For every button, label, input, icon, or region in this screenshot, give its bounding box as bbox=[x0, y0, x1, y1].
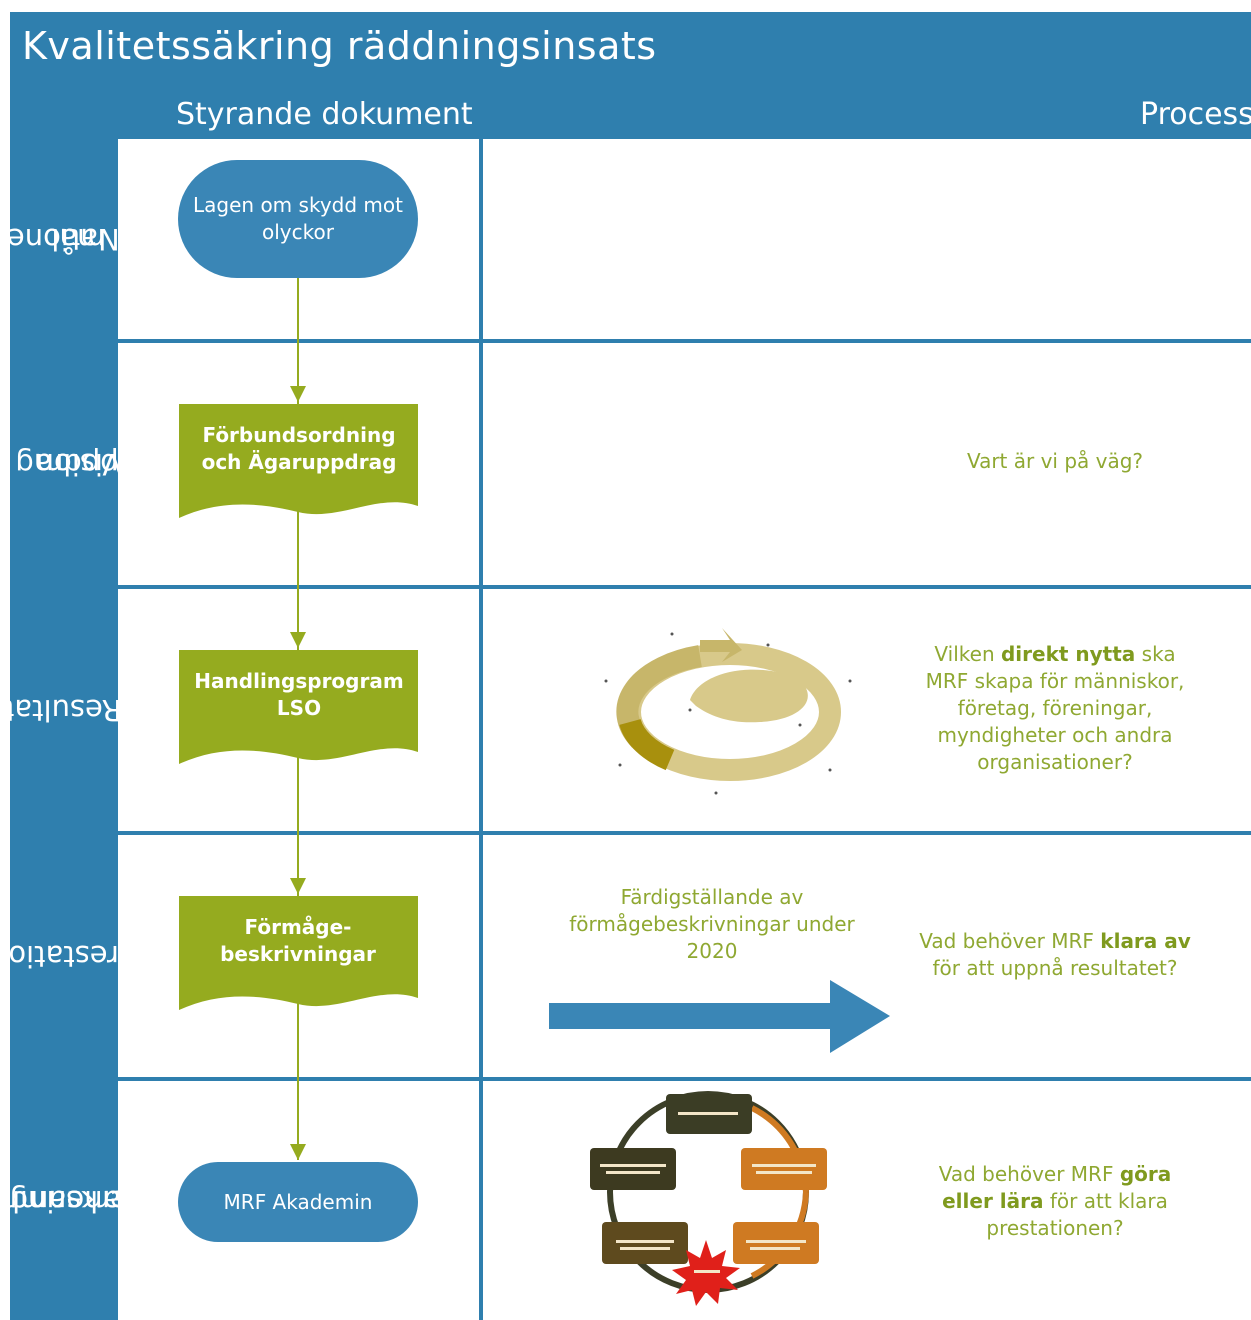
terminator-akademin-shape bbox=[178, 1162, 418, 1242]
column-header-process: Process bbox=[1140, 97, 1251, 132]
document-formage: Förmåge-beskrivningar bbox=[220, 915, 376, 966]
cell-process-lane-4 bbox=[483, 835, 1251, 1077]
question-resultat: Vilken direkt nytta ska MRF skapa för mä… bbox=[925, 642, 1185, 774]
connector-arrowhead-3 bbox=[290, 878, 306, 894]
document-akademin: MRF Akademin bbox=[223, 1189, 373, 1214]
progress-note: Färdigställande av förmågebeskrivningar … bbox=[569, 885, 855, 963]
column-header-documents: Styrande dokument bbox=[176, 97, 473, 132]
question-prestation: Vad behöver MRF klara av för att uppnå r… bbox=[919, 929, 1191, 980]
planning-cycle-icon bbox=[590, 1091, 827, 1306]
terminator-lso-shape bbox=[178, 160, 418, 278]
document-shape-handlingsprogram bbox=[179, 650, 418, 764]
connector-arrowhead-4 bbox=[290, 1144, 306, 1160]
cell-process-lane-1 bbox=[483, 139, 1251, 339]
document-handlingsprogram: Handlingsprogram LSO bbox=[194, 669, 404, 720]
document-shape-forbundsordning bbox=[179, 404, 418, 518]
process-arrow-icon bbox=[549, 980, 890, 1053]
connector-arrowhead-1 bbox=[290, 386, 306, 402]
question-vision: Vart är vi på väg? bbox=[966, 449, 1144, 473]
document-lso: Lagen om skydd mot olyckor bbox=[193, 193, 403, 244]
document-shape-formage bbox=[179, 896, 418, 1010]
cell-process-lane-2 bbox=[483, 343, 1251, 585]
question-verksamhet: Vad behöver MRF göra eller lära för att … bbox=[938, 1162, 1172, 1240]
connector-arrowhead-2 bbox=[290, 632, 306, 648]
document-forbundsordning: Förbundsordning och Ägaruppdrag bbox=[201, 423, 397, 474]
result-cycle-icon bbox=[604, 628, 852, 795]
diagram-title: Kvalitetssäkring räddningsinsats bbox=[22, 24, 657, 68]
cell-process-lane-3 bbox=[483, 589, 1251, 831]
